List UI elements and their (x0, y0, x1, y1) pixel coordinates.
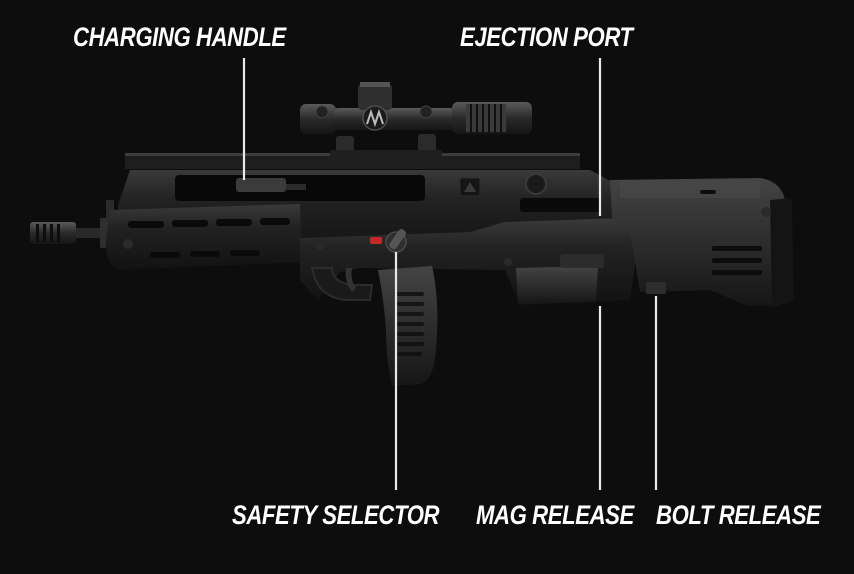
scope-mount (330, 134, 442, 158)
callout-lines (242, 58, 658, 490)
nf-logo-icon (362, 105, 388, 131)
charging-handle (236, 178, 286, 192)
bolt-release (646, 282, 666, 294)
scope (300, 82, 532, 134)
stock-adjust (712, 246, 762, 275)
label-safety-selector: SAFETY SELECTOR (232, 500, 440, 530)
charging-handle-area (175, 175, 425, 201)
label-bolt-release: BOLT RELEASE (656, 500, 821, 530)
ejection-port (520, 198, 600, 212)
trigger (345, 268, 356, 292)
safety-selector (370, 229, 407, 253)
butt-pad (770, 198, 794, 308)
receiver-logo-icon (459, 177, 481, 197)
grip-texture (396, 292, 424, 356)
mlok-slots (128, 218, 290, 258)
cheek-rest (620, 180, 760, 198)
label-ejection-port: EJECTION PORT (460, 22, 633, 52)
label-mag-release: MAG RELEASE (476, 500, 634, 530)
magazine (516, 266, 598, 304)
label-charging-handle: CHARGING HANDLE (73, 22, 286, 52)
mag-release (560, 254, 604, 268)
trigger-guard (310, 267, 374, 301)
fire-marking (370, 237, 382, 244)
forward-assist (525, 173, 547, 195)
handguard (105, 204, 302, 270)
